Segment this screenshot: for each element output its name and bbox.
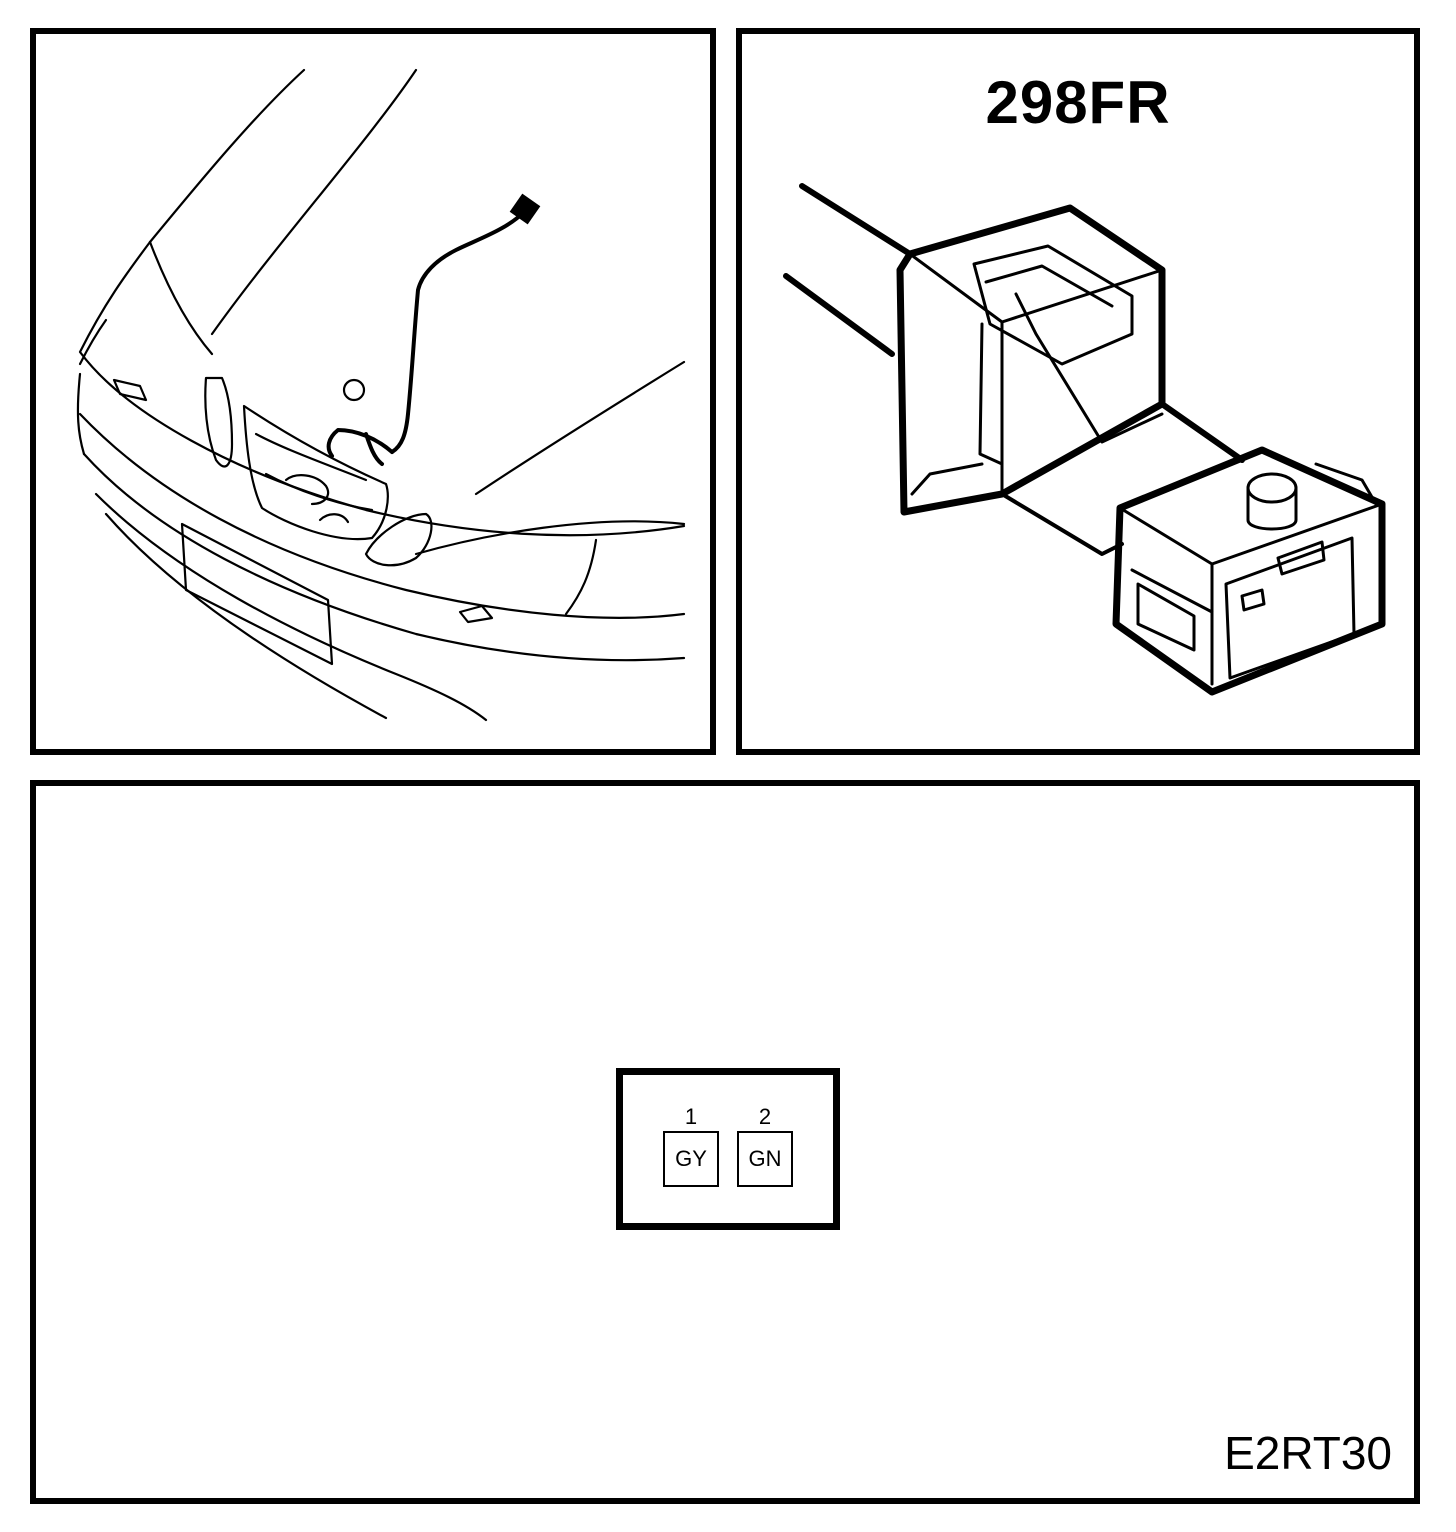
vehicle-location-panel [30, 28, 716, 755]
pin-number: 2 [758, 1104, 772, 1129]
pin-number: 1 [684, 1104, 698, 1129]
pin-2: 2 GN [735, 1105, 795, 1187]
pinout-panel: 1 GY 2 GN E2RT30 [30, 780, 1420, 1504]
diagram-reference-code: E2RT30 [1224, 1427, 1392, 1479]
connector-3d-illustration [783, 183, 1386, 696]
connector-illustration-panel: 298FR [736, 28, 1420, 755]
pin-wire-color: GN [737, 1131, 793, 1187]
pin-wire-color: GY [663, 1131, 719, 1187]
connector-id-label: 298FR [985, 69, 1171, 136]
connector-face-housing: 1 GY 2 GN [616, 1068, 840, 1230]
vehicle-front-illustration [76, 68, 686, 722]
pin-1: 1 GY [661, 1105, 721, 1187]
